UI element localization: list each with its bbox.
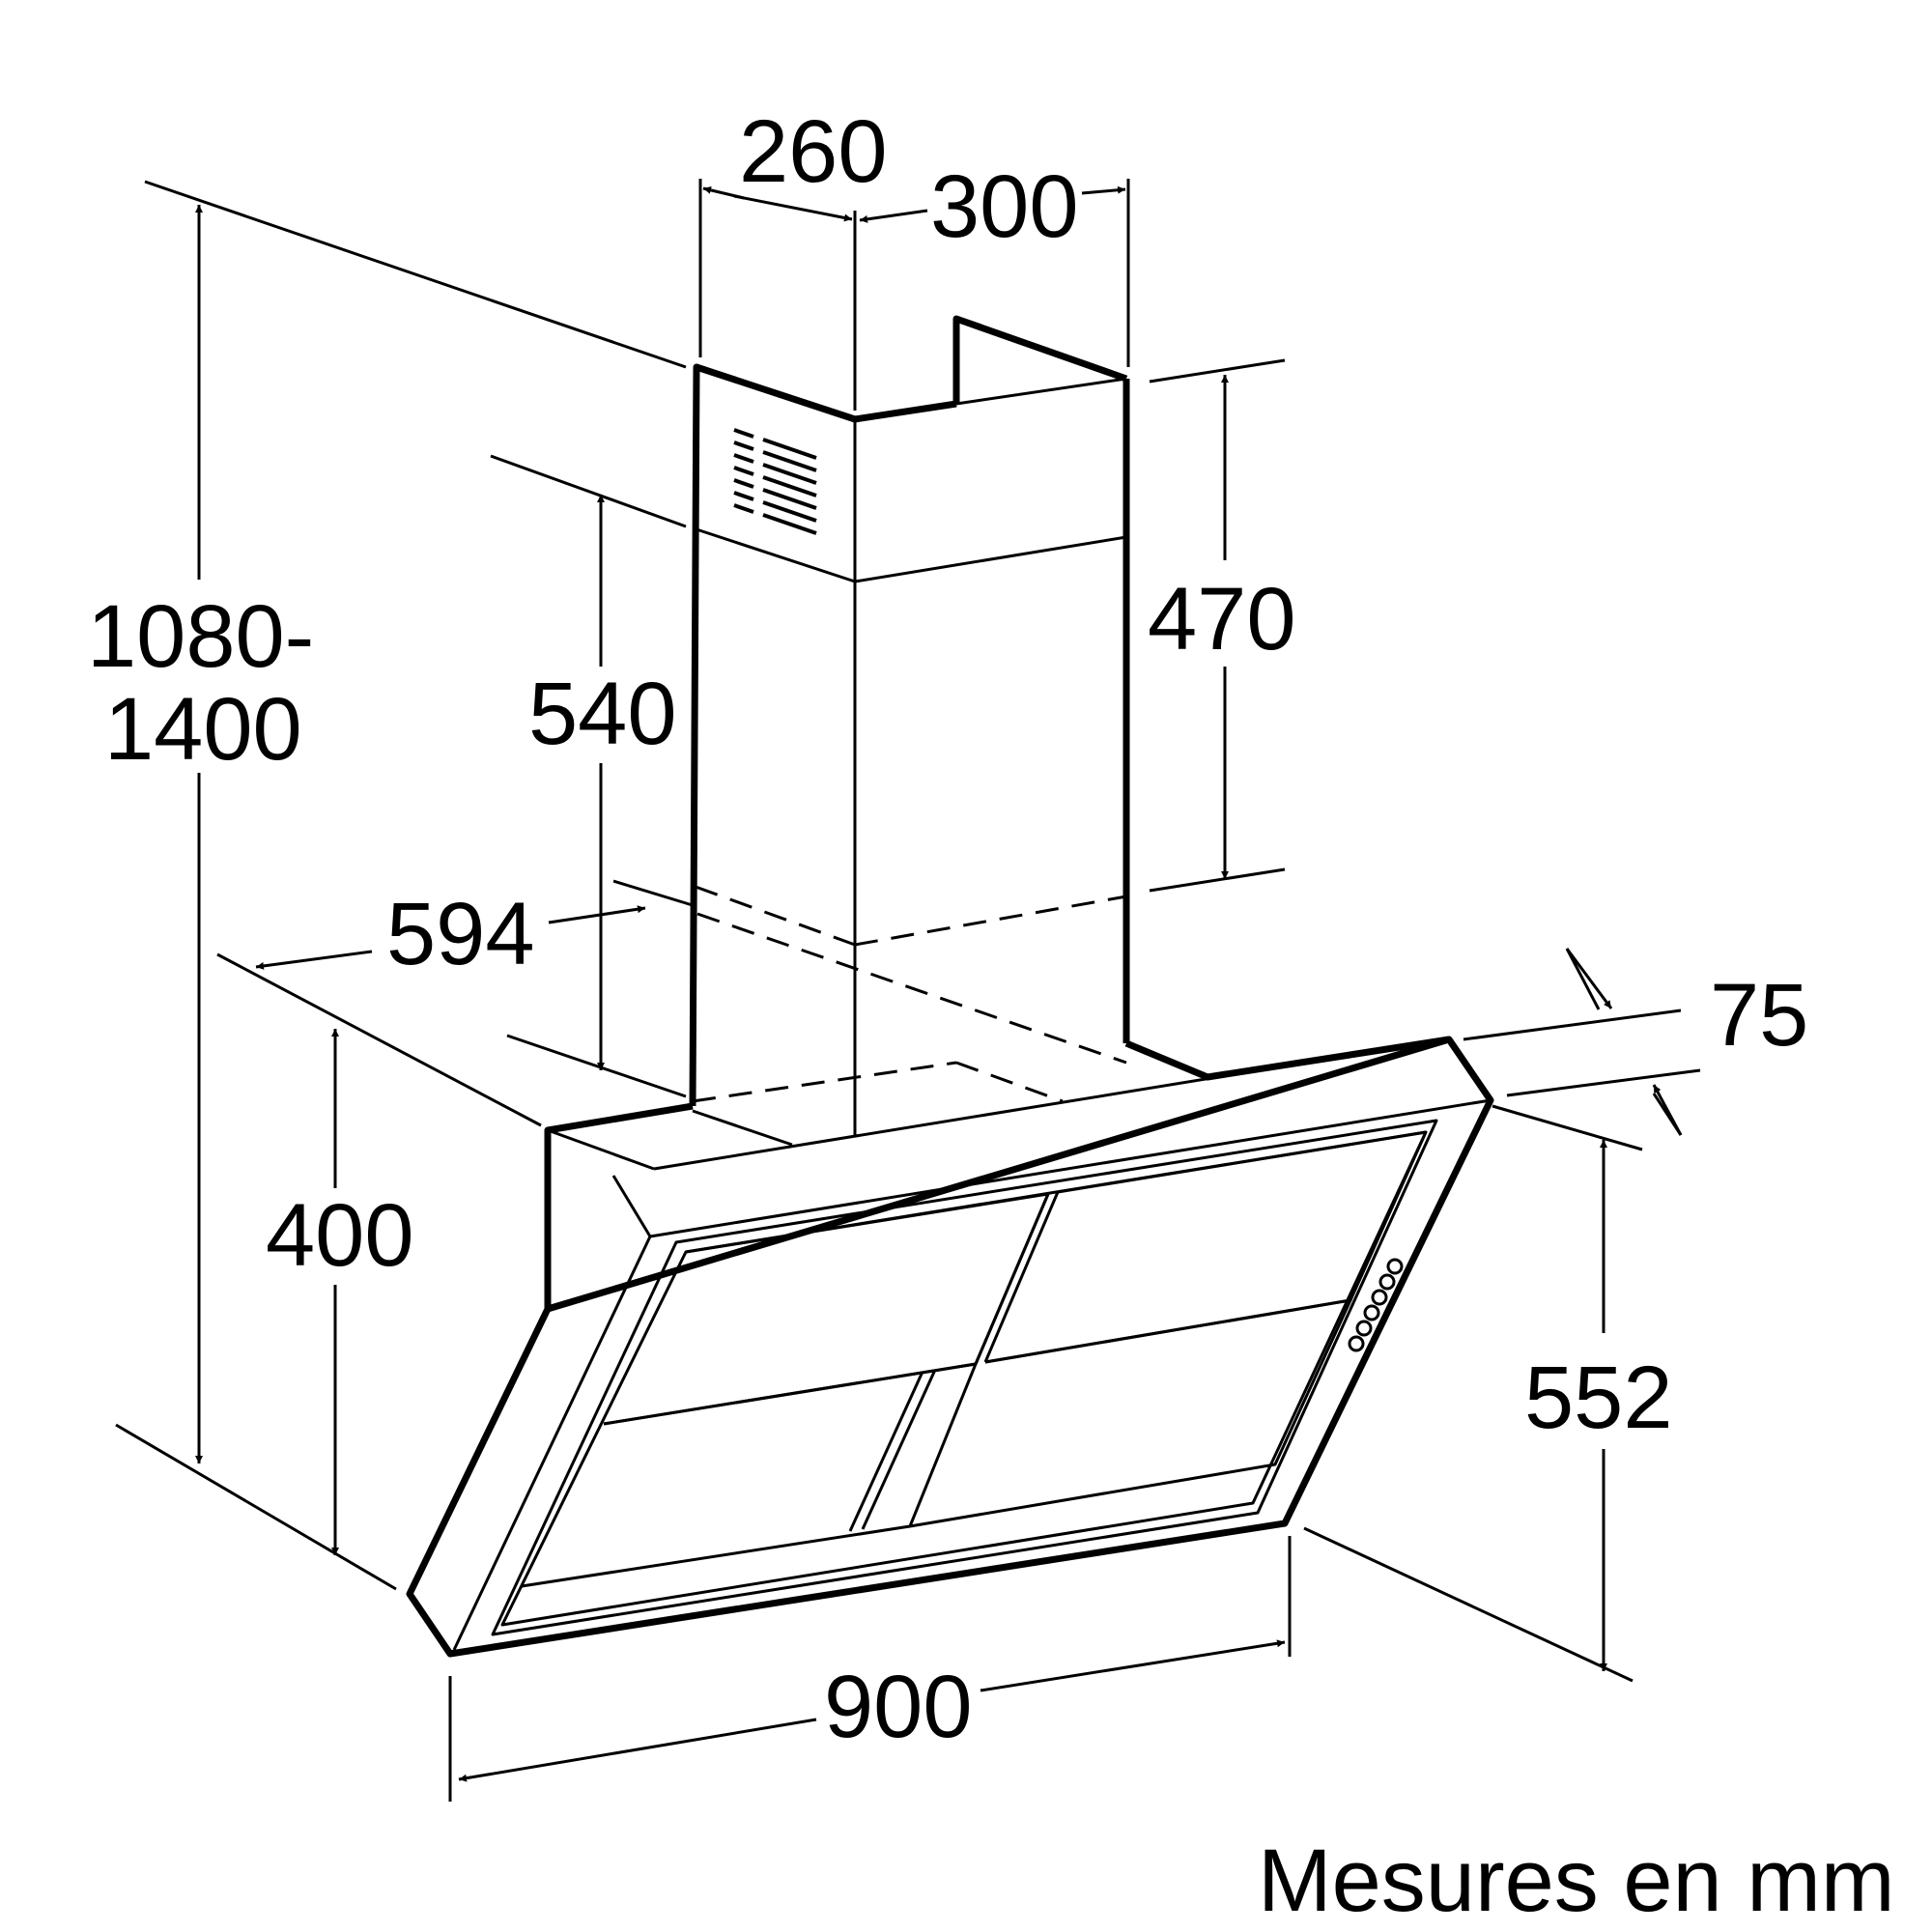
hood-top-left-side [547,1128,655,1171]
chimney-depth-label: 300 [930,157,1079,256]
panel-section-bottom-left [521,1362,978,1588]
chimney-left-edge [689,363,957,1107]
hood-depth-label: 594 [386,885,535,983]
chimney-width-label: 260 [739,102,888,201]
control-button-icon [1371,1289,1388,1306]
control-button-icon [1378,1273,1396,1291]
units-caption: Mesures en mm [1258,1832,1895,1930]
panel-height-label: 552 [1524,1349,1673,1447]
panel-frame-top [611,1098,1492,1238]
hood-width-label: 900 [824,1658,973,1756]
chimney-top-right-edge [952,315,1128,404]
panel-section-top-right [984,1130,1428,1364]
total-height-label-line1: 1080- [87,587,314,686]
panel-inner-border [491,1119,1438,1636]
lower-chimney-height-label: 540 [528,665,677,763]
panel-frame-left [452,1236,652,1651]
control-button-icon [1348,1335,1365,1352]
control-buttons [1348,1258,1404,1352]
hood-top-left-edge [544,1102,694,1309]
dimension-lines [195,185,1683,1782]
hidden-edges [692,885,1127,1135]
extension-lines [115,179,1701,1802]
total-height-label-line2: 1400 [104,680,302,779]
hood-top-front [653,1037,1450,1171]
panel-thickness-label: 75 [1710,966,1808,1065]
control-button-icon [1363,1304,1380,1321]
panel-divider-v4 [861,1369,937,1530]
control-button-icon [1355,1320,1373,1337]
panel-divider-v2 [983,1191,1060,1363]
vent-grille-icon [733,428,817,535]
hood-height-label: 400 [266,1186,414,1285]
hood-top-right-edge [1124,1036,1450,1081]
control-button-icon [1386,1258,1404,1275]
panel-section-bottom-right [909,1298,1352,1528]
hood-inner-lines [452,377,1492,1651]
chimney-inner-top [955,377,1127,406]
panel-divider-v3 [848,1371,924,1532]
hood-top-mid [692,1109,793,1147]
upper-chimney-height-label: 470 [1148,570,1296,668]
hood-outline [406,315,1494,1658]
chimney-band-left [696,527,856,583]
chimney-band-right [854,535,1127,583]
panel-divider-v1 [974,1193,1050,1365]
